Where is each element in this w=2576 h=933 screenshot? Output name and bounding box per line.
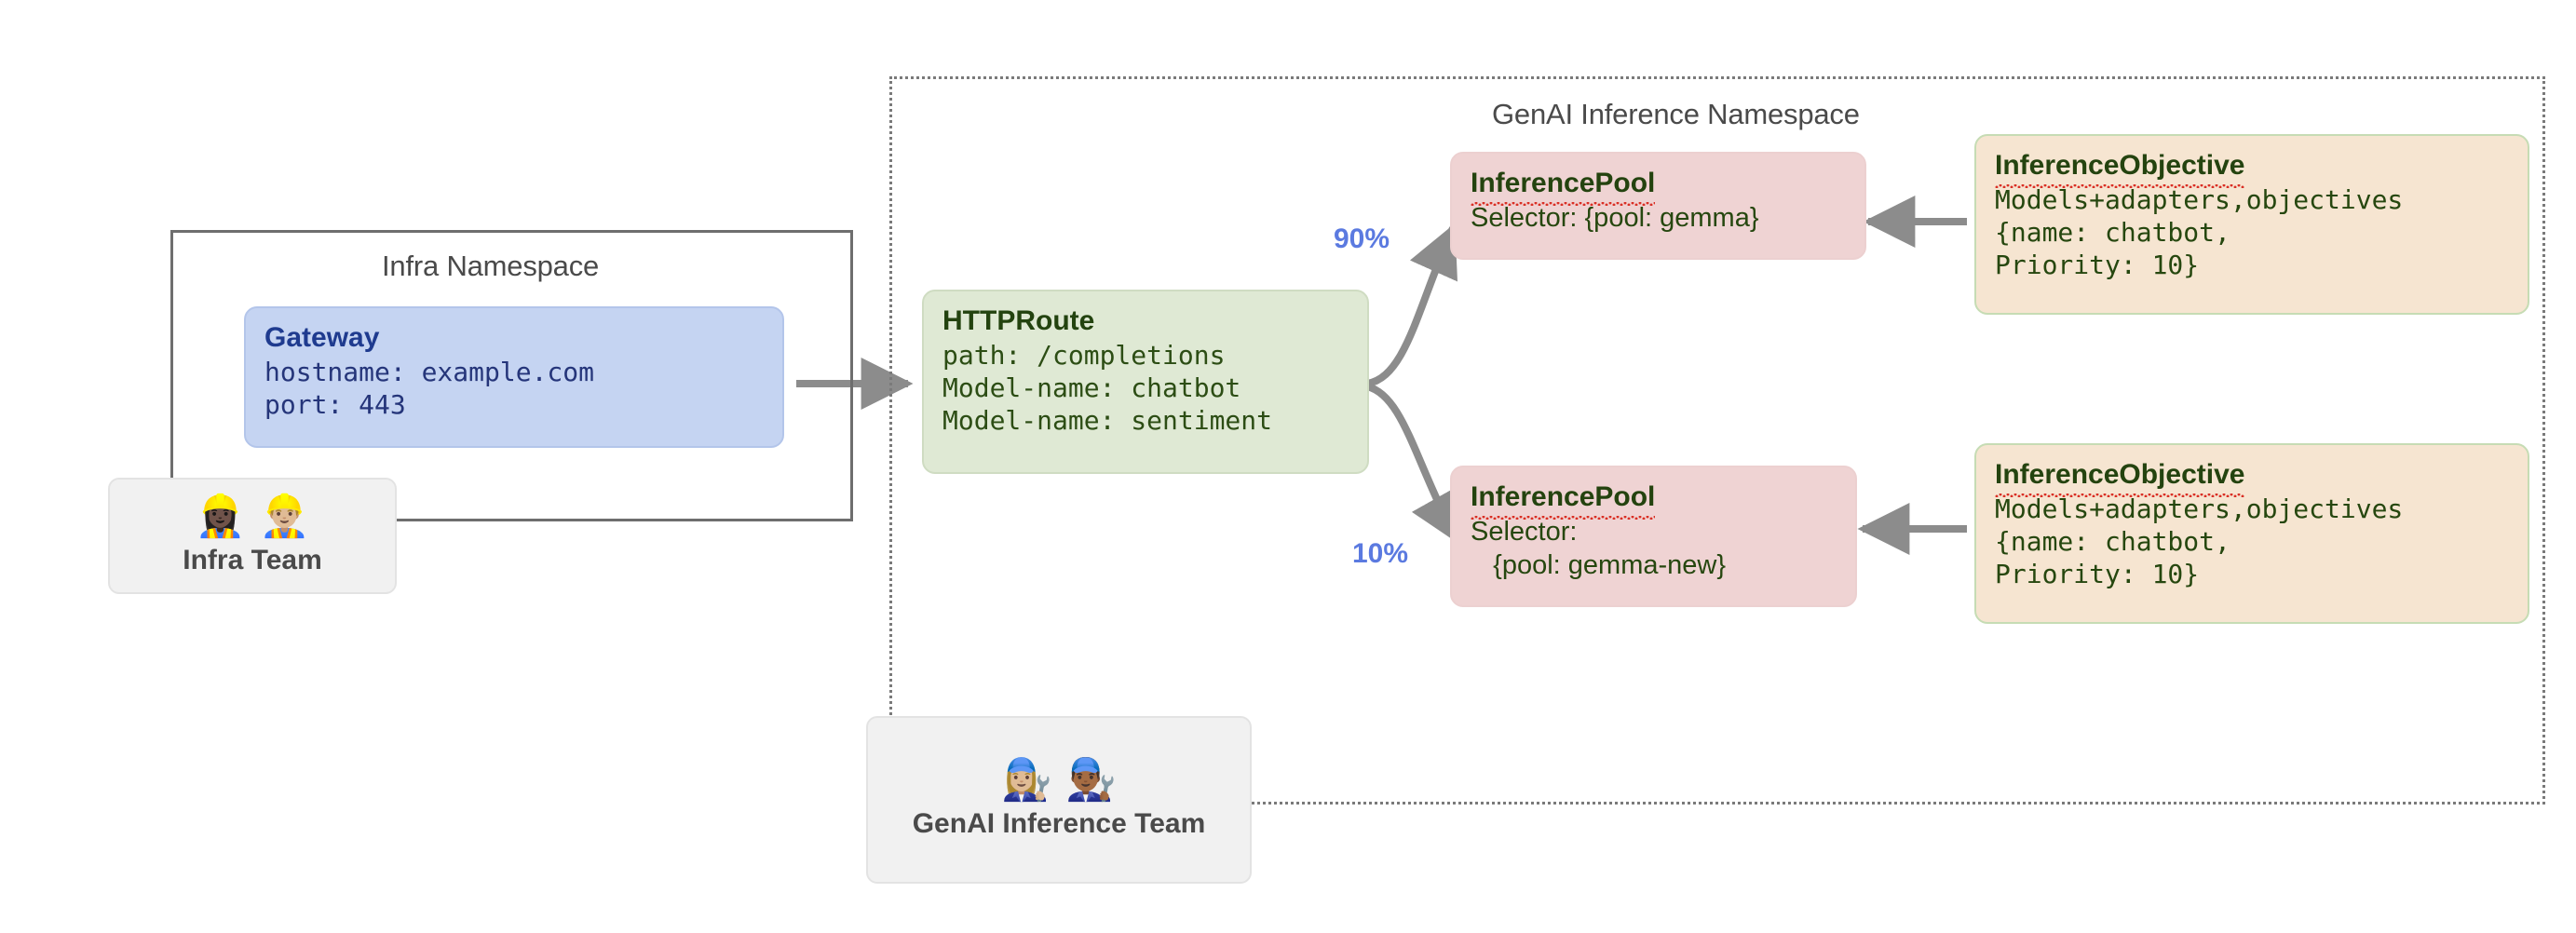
infra-namespace-boundary [170,230,853,521]
inferenceobjective-name-line-2: {name: chatbot, [1995,525,2230,557]
infra-team-label: Infra Team [183,544,322,575]
httproute-title: HTTPRoute [942,305,1095,336]
inferenceobjective-title-text-1: InferenceObjective [1995,149,2245,188]
inferenceobjective-card-2[interactable]: InferenceObjective Models+adapters,objec… [1974,443,2529,624]
genai-namespace-boundary [889,76,2545,805]
genai-team-emoji-group: 👩🏼‍🔧👨🏾‍🔧 [1001,756,1130,804]
inferenceobjective-title-1: InferenceObjective [1995,149,2509,188]
genai-team-label: GenAI Inference Team [912,808,1206,839]
infra-team-chip[interactable]: 👷🏿‍♀️👷🏼‍♂️ Infra Team [108,478,397,594]
httproute-model-name-line-1: Model-name: chatbot [942,372,1241,403]
infra-team-emoji-group: 👷🏿‍♀️👷🏼‍♂️ [195,492,323,540]
gateway-card[interactable]: Gateway hostname: example.com port: 443 [244,306,784,448]
inferenceobjective-title-2: InferenceObjective [1995,458,2509,497]
inferencepool-title-text-gemma: InferencePool [1471,167,1656,206]
inferencepool-title-text-gemma-new: InferencePool [1471,480,1656,520]
inferenceobjective-title-text-2: InferenceObjective [1995,458,2245,497]
genai-inference-team-chip[interactable]: 👩🏼‍🔧👨🏾‍🔧 GenAI Inference Team [866,716,1252,884]
weight-label-90: 90% [1334,223,1390,254]
inferencepool-card-gemma[interactable]: InferencePool Selector: {pool: gemma} [1450,152,1866,260]
inferencepool-card-gemma-new[interactable]: InferencePool Selector: {pool: gemma-new… [1450,466,1857,607]
inferenceobjective-models-line-1: Models+adapters,objectives [1995,183,2404,215]
httproute-model-name-line-2: Model-name: sentiment [942,405,1273,437]
weight-label-10: 10% [1352,538,1409,569]
genai-namespace-title: GenAI Inference Namespace [1492,98,1860,130]
gateway-title: Gateway [264,322,380,353]
inferencepool-title-gemma: InferencePool [1471,167,1846,206]
inferencepool-selector-value-gemma-new: {pool: gemma-new} [1471,550,1727,581]
inferenceobjective-priority-line-2: Priority: 10} [1995,559,2200,590]
httproute-path-line: path: /completions [942,339,1226,371]
inferencepool-title-gemma-new: InferencePool [1471,480,1837,520]
gateway-hostname-line: hostname: example.com [264,356,595,387]
inferencepool-selector-line-gemma: Selector: {pool: gemma} [1471,202,1759,233]
gateway-port-line: port: 443 [264,388,406,420]
infra-namespace-title: Infra Namespace [382,250,600,282]
httproute-card[interactable]: HTTPRoute path: /completions Model-name:… [922,290,1369,474]
inferenceobjective-models-line-2: Models+adapters,objectives [1995,493,2404,524]
inferencepool-selector-line-gemma-new: Selector: [1471,516,1578,547]
inferenceobjective-name-line-1: {name: chatbot, [1995,216,2230,248]
inferenceobjective-card-1[interactable]: InferenceObjective Models+adapters,objec… [1974,134,2529,315]
inferenceobjective-priority-line-1: Priority: 10} [1995,250,2200,281]
